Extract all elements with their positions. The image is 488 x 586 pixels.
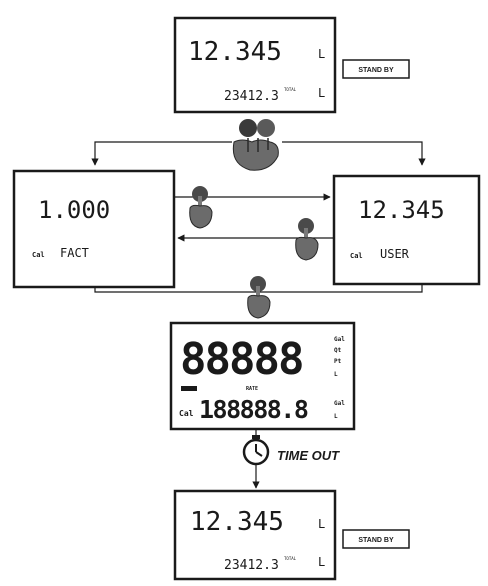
- standby-display-bottom: 12.345 L 23412.3 TOTAL L: [175, 491, 335, 579]
- total-marker: TOTAL: [284, 87, 297, 92]
- cal-indicator: Cal: [350, 252, 363, 260]
- all-segments-total: 188888.8: [199, 395, 308, 424]
- total-marker: TOTAL: [284, 556, 297, 561]
- main-volume-value: 12.345: [190, 507, 284, 537]
- finger-press-icon: [190, 186, 212, 228]
- finger-press-icon: [248, 276, 270, 318]
- fact-mode-label: FACT: [60, 246, 89, 260]
- standby-badge-label: STAND BY: [358, 537, 394, 544]
- standby-display-top: 12.345 L 23412.3 TOTAL L: [175, 18, 335, 112]
- total-unit: L: [318, 86, 325, 100]
- fact-value: 1.000: [38, 196, 110, 224]
- all-segments-main: 88888: [180, 334, 302, 385]
- timeout-label: TIME OUT: [277, 448, 340, 463]
- timeout-step: TIME OUT: [244, 429, 340, 488]
- two-buttons-press-icon: [233, 119, 278, 170]
- fact-calibration-display: 1.000 Cal FACT: [14, 171, 174, 287]
- rate-marker: RATE: [246, 386, 258, 392]
- battery-icon: [181, 386, 197, 391]
- standby-badge-label: STAND BY: [358, 67, 394, 74]
- total-volume-value: 23412.3: [224, 558, 279, 573]
- unit-mark: Pt: [334, 358, 342, 365]
- unit-mark: Qt: [334, 347, 342, 354]
- unit-mark: L: [334, 371, 338, 378]
- main-unit: L: [318, 517, 325, 531]
- unit-mark: Gal: [334, 400, 345, 407]
- main-unit: L: [318, 47, 325, 61]
- user-mode-label: USER: [380, 247, 410, 261]
- standby-badge-bottom: STAND BY: [343, 530, 409, 548]
- user-calibration-display: 12.345 Cal USER: [334, 176, 479, 284]
- unit-mark: Gal: [334, 336, 345, 343]
- cal-indicator: Cal: [32, 251, 45, 259]
- segment-test-display: 88888 Gal Qt Pt L RATE Cal 188888.8 Gal …: [171, 323, 354, 429]
- cal-indicator: Cal: [179, 409, 194, 418]
- total-unit: L: [318, 555, 325, 569]
- stopwatch-icon: [244, 435, 268, 464]
- user-value: 12.345: [358, 196, 445, 224]
- total-volume-value: 23412.3: [224, 89, 279, 104]
- finger-press-icon: [296, 218, 318, 260]
- unit-mark: L: [334, 413, 338, 420]
- standby-badge-top: STAND BY: [343, 60, 409, 78]
- main-volume-value: 12.345: [188, 37, 282, 67]
